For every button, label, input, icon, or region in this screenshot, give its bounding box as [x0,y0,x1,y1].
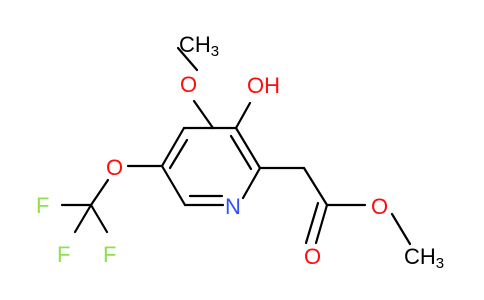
bond-o-ch3-ester [390,212,412,246]
bond-c4-c5 [160,126,186,168]
methoxy-ch3-label: CH3 [179,32,219,60]
fluorine-top-label: F [36,193,49,218]
hydroxyl-label: OH [247,73,280,98]
ocf3-oxygen-label: O [106,155,123,180]
methoxy-ch3-sub: 3 [211,43,219,60]
bond-cf3-fright [89,203,109,234]
fluorine-right-label: F [103,242,116,267]
bond-c4-c5-double [168,138,189,170]
ester-ch3-label: CH3 [404,244,444,272]
ester-ch3-sub: 3 [436,255,444,272]
methoxy-oxygen-label: O [180,72,197,97]
ring-nitrogen-label: N [225,194,241,219]
ester-ch3-main: CH [404,244,436,269]
bond-c2-c3 [234,126,262,170]
bond-o-cf3 [89,178,110,207]
bond-c4-o [192,99,215,130]
ester-oxygen-label: O [371,194,388,219]
bond-ch2-cco [302,166,329,207]
bond-c2-c3-double [229,134,253,171]
fluorine-left-label: F [57,242,70,267]
bond-n-c2 [241,166,262,200]
carbonyl-oxygen-label: O [304,244,321,269]
bond-c5-c6 [160,164,187,207]
bond-cf3-fleft [73,203,93,234]
methoxy-ch3-main: CH [179,32,211,57]
bond-o-ch3 [176,46,199,72]
atom-labels: OH CH3 O O F F F N O O CH3 [36,32,444,272]
bond-c3-oh [234,101,252,130]
bonds [60,46,412,246]
bond-c-o-carbonyl [314,203,329,245]
bond-c-o-carbonyl-double [304,201,320,245]
